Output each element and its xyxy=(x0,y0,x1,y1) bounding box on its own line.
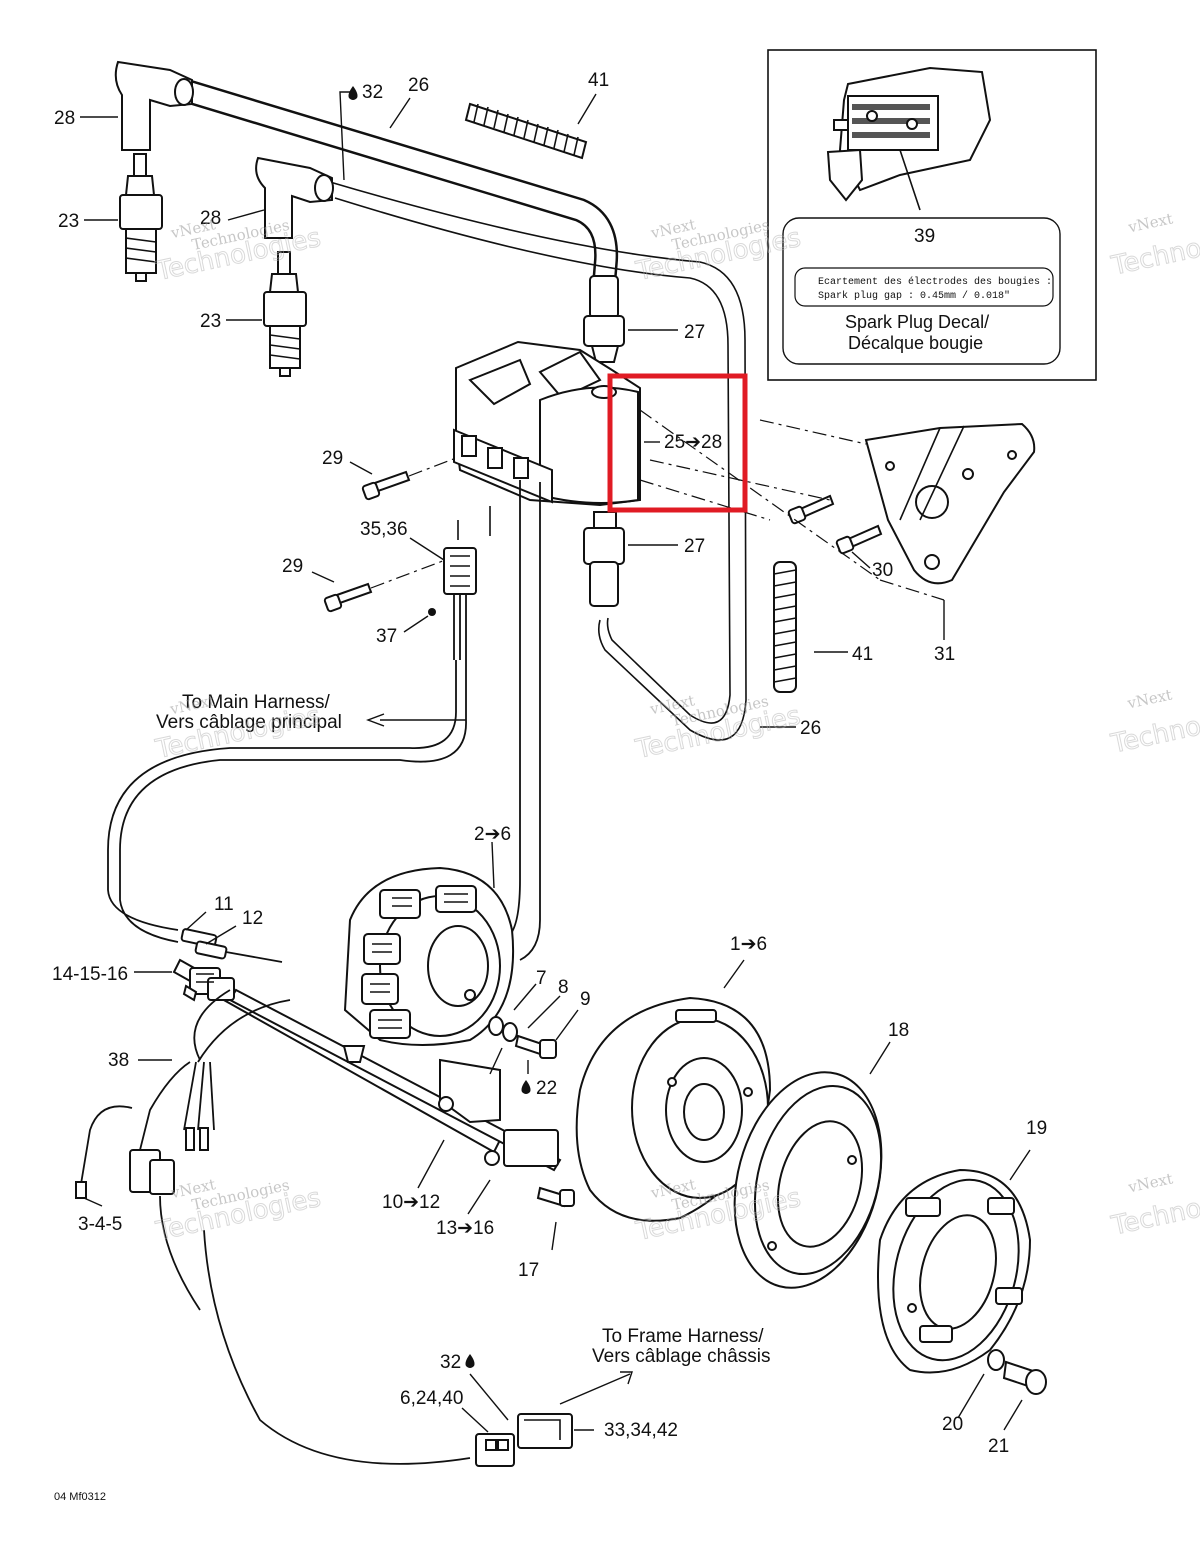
svg-text:vNext: vNext xyxy=(1126,1169,1175,1196)
svg-text:vNext: vNext xyxy=(1125,685,1174,712)
label-8: 8 xyxy=(558,977,569,998)
screw-9 xyxy=(514,1034,557,1059)
screw-17 xyxy=(536,1186,575,1208)
washers-7-8 xyxy=(488,1016,518,1042)
label-28-lower: 28 xyxy=(200,208,221,229)
connector-11-12 xyxy=(180,928,283,963)
label-14-15-16: 14-15-16 xyxy=(52,964,128,985)
spark-plug-cap-upper xyxy=(114,60,194,151)
connector-14-15-16 xyxy=(182,967,235,1002)
note-main-harness-2: Vers câblage principal xyxy=(156,712,342,733)
screw-21 xyxy=(1002,1360,1047,1395)
ignition-coil-25-28 xyxy=(453,340,641,507)
coil-boot-upper xyxy=(583,275,625,363)
frame-harness-wire xyxy=(159,989,471,1465)
note-frame-harness-2: Vers câblage châssis xyxy=(592,1346,771,1367)
label-25-28: 25➔28 xyxy=(664,432,722,453)
label-26-upper: 26 xyxy=(408,75,429,96)
label-39: 39 xyxy=(914,226,935,247)
label-7: 7 xyxy=(536,968,547,989)
label-21: 21 xyxy=(988,1436,1009,1457)
protective-spring-lower xyxy=(773,561,797,693)
svg-text:vNext: vNext xyxy=(1126,209,1175,236)
harness-notes: To Main Harness/ Vers câblage principal … xyxy=(156,692,771,1367)
decal-title-2: Décalque bougie xyxy=(848,333,983,353)
note-frame-harness-1: To Frame Harness/ xyxy=(602,1326,764,1347)
high-tension-cable-26 xyxy=(178,80,747,741)
decal-text: 39 Ecartement des électrodes des bougies… xyxy=(818,226,1052,353)
spark-plug-upper xyxy=(119,153,163,282)
label-22: 22 xyxy=(536,1078,557,1099)
label-27-lower: 27 xyxy=(684,536,705,557)
label-27-upper: 27 xyxy=(684,322,705,343)
label-31: 31 xyxy=(934,644,955,665)
label-3-4-5: 3-4-5 xyxy=(78,1214,122,1235)
screw-29-lower xyxy=(323,582,373,613)
label-12: 12 xyxy=(242,908,263,929)
note-main-harness-1: To Main Harness/ xyxy=(182,692,331,713)
decal-line-1: Ecartement des électrodes des bougies : xyxy=(818,276,1052,288)
label-20: 20 xyxy=(942,1414,963,1435)
ring-gear-18 xyxy=(733,1071,883,1289)
screw-30-upper xyxy=(787,494,835,525)
label-29-lower: 29 xyxy=(282,556,303,577)
highlight-box xyxy=(607,373,748,513)
connector-33-34-42 xyxy=(517,1413,573,1449)
label-19: 19 xyxy=(1026,1118,1047,1139)
label-33-34-42: 33,34,42 xyxy=(604,1420,678,1441)
alignment-lines xyxy=(370,409,945,601)
coil-boot-lower xyxy=(583,511,625,607)
decal-title-1: Spark Plug Decal/ xyxy=(845,312,989,332)
label-13-16: 13➔16 xyxy=(436,1218,494,1239)
label-32-lower: 32 xyxy=(440,1352,461,1373)
leader-lines xyxy=(80,91,1031,1433)
label-26-lower: 26 xyxy=(800,718,821,739)
label-11: 11 xyxy=(214,894,234,915)
screw-29-upper xyxy=(361,470,411,501)
part-labels: 41 32 26 28 28 23 23 27 25➔28 29 35,36 2… xyxy=(52,70,1047,1457)
label-2-6: 2➔6 xyxy=(474,824,511,845)
spark-plug-lower xyxy=(263,251,307,377)
decal-line-2: Spark plug gap : 0.45mm / 0.018" xyxy=(818,290,1010,302)
stator-wires xyxy=(107,480,541,961)
label-28-upper: 28 xyxy=(54,108,75,129)
label-38: 38 xyxy=(108,1050,129,1071)
magneto-rotor-1-6 xyxy=(575,996,772,1222)
connector-6-24-40 xyxy=(475,1433,515,1467)
figure-code: 04 Mf0312 xyxy=(54,1491,106,1503)
label-23-lower: 23 xyxy=(200,311,221,332)
trigger-coil-harness xyxy=(172,958,562,1172)
label-18: 18 xyxy=(888,1020,909,1041)
label-29-upper: 29 xyxy=(322,448,343,469)
coil-bracket-31 xyxy=(864,422,1036,585)
protective-spring-upper xyxy=(464,102,588,160)
label-41-upper: 41 xyxy=(588,70,609,91)
washer-20 xyxy=(987,1349,1005,1371)
label-30: 30 xyxy=(872,560,893,581)
label-41-lower: 41 xyxy=(852,644,873,665)
label-17: 17 xyxy=(518,1260,539,1281)
label-35-36: 35,36 xyxy=(360,519,408,540)
label-37: 37 xyxy=(376,626,397,647)
oil-drop-icon xyxy=(348,86,531,1368)
screw-30-lower xyxy=(835,524,883,555)
starter-cup-19 xyxy=(877,1168,1032,1374)
label-23-upper: 23 xyxy=(58,211,79,232)
label-32-upper: 32 xyxy=(362,82,383,103)
label-10-12: 10➔12 xyxy=(382,1192,440,1213)
connector-3-4-5 xyxy=(75,1061,215,1199)
stator-2-6 xyxy=(343,866,515,1046)
label-9: 9 xyxy=(580,989,591,1010)
label-6-24-40: 6,24,40 xyxy=(400,1388,463,1409)
spark-plug-cap-lower xyxy=(255,156,334,239)
watermarks: vNext Technologies Technologies vNext Te… xyxy=(152,209,1200,1247)
label-1-6: 1➔6 xyxy=(730,934,767,955)
connector-35-36 xyxy=(443,506,491,660)
spark-plug-decal-panel xyxy=(767,49,1097,381)
